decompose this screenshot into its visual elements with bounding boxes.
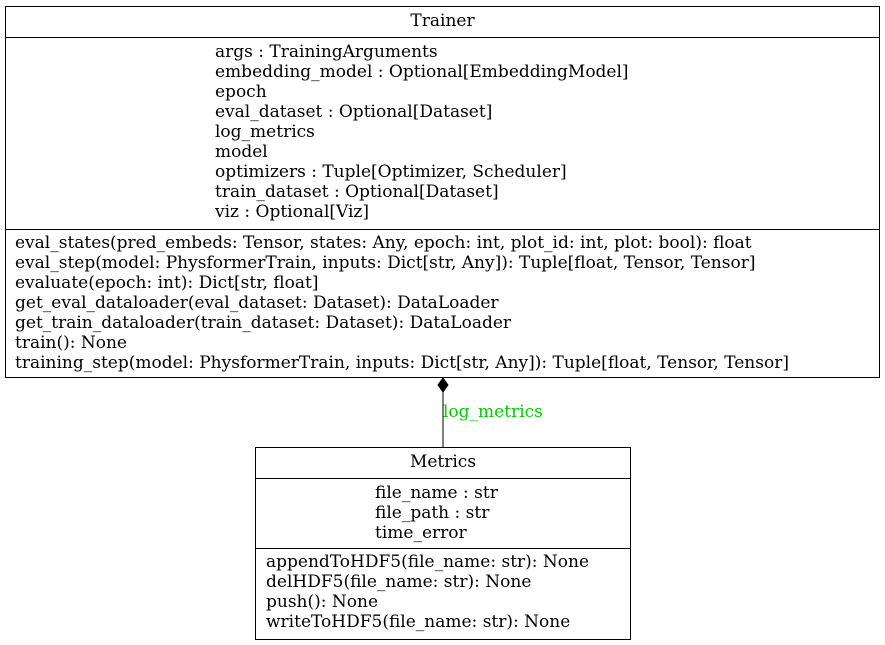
class-trainer: Trainer args : TrainingArguments embeddi…	[5, 6, 880, 378]
method: push(): None	[266, 592, 379, 612]
method: eval_step(model: PhysformerTrain, inputs…	[15, 253, 756, 273]
class-metrics: Metrics file_name : str file_path : str …	[255, 447, 631, 640]
attribute: embedding_model : Optional[EmbeddingMode…	[215, 62, 629, 82]
attribute: model	[215, 142, 268, 162]
relation-label: log_metrics	[443, 402, 543, 422]
method: writeToHDF5(file_name: str): None	[266, 612, 571, 632]
class-name: Metrics	[409, 452, 477, 472]
attribute: args : TrainingArguments	[215, 42, 438, 62]
attribute: optimizers : Tuple[Optimizer, Scheduler]	[215, 162, 567, 182]
class-name: Trainer	[410, 11, 475, 31]
method: get_eval_dataloader(eval_dataset: Datase…	[15, 293, 499, 313]
method: appendToHDF5(file_name: str): None	[266, 552, 590, 572]
method: evaluate(epoch: int): Dict[str, float]	[15, 273, 319, 293]
methods-section: eval_states(pred_embeds: Tensor, states:…	[6, 229, 879, 373]
method: get_train_dataloader(train_dataset: Data…	[15, 313, 512, 333]
method: train(): None	[15, 333, 127, 353]
methods-section: appendToHDF5(file_name: str): None delHD…	[256, 548, 630, 632]
attribute: file_path : str	[375, 503, 490, 523]
attribute: train_dataset : Optional[Dataset]	[215, 182, 499, 202]
method: delHDF5(file_name: str): None	[266, 572, 532, 592]
attribute: time_error	[375, 523, 467, 543]
composition-diamond-icon	[437, 377, 449, 393]
method: training_step(model: PhysformerTrain, in…	[15, 353, 789, 373]
attribute: eval_dataset : Optional[Dataset]	[215, 102, 493, 122]
attributes-section: file_name : str file_path : str time_err…	[256, 478, 630, 548]
attribute: log_metrics	[215, 122, 315, 142]
attribute: file_name : str	[375, 483, 498, 503]
attributes-section: args : TrainingArguments embedding_model…	[6, 37, 879, 229]
method: eval_states(pred_embeds: Tensor, states:…	[15, 233, 752, 253]
attribute: epoch	[215, 82, 267, 102]
attribute: viz : Optional[Viz]	[215, 202, 370, 222]
